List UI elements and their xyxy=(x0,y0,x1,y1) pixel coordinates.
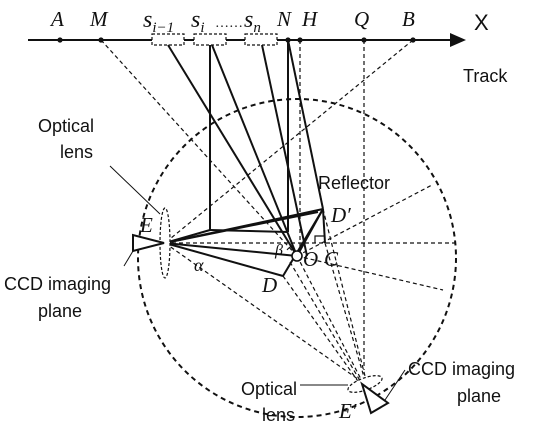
point-M-label: M xyxy=(89,7,109,31)
point-D-label: D xyxy=(261,273,277,297)
point-E-prime-label: E′ xyxy=(338,399,357,423)
ray-s-i-to-O xyxy=(211,44,298,257)
dashed-B-to-E xyxy=(164,39,414,244)
ccd-imaging-plane-left xyxy=(132,233,165,253)
point-E-label: E xyxy=(139,213,153,237)
line-alpha-to-N xyxy=(209,229,289,233)
point-B-label: B xyxy=(402,7,415,31)
ccd-right-label-line1: CCD imaging xyxy=(408,359,515,379)
line-Dprime-to-C xyxy=(322,208,326,244)
ray-s-n-to-O xyxy=(261,44,308,257)
line-E-to-O xyxy=(164,242,298,257)
optical-lens-bottom-label-line1: Optical xyxy=(241,379,297,399)
point-Q-label: Q xyxy=(354,7,369,31)
sensor-label-dots: …… xyxy=(215,16,243,31)
ray-N-to-Dprime xyxy=(287,39,324,210)
sensor-label-s-i: si xyxy=(191,7,205,36)
angle-beta-label: β xyxy=(274,242,283,259)
point-O-label: O xyxy=(303,247,318,271)
axis-arrowhead xyxy=(450,33,466,47)
sensor-box-s-n xyxy=(244,33,278,46)
dashed-O-to-right xyxy=(296,255,444,291)
point-O-marker xyxy=(291,250,303,262)
point-A-dot xyxy=(57,37,63,43)
angle-alpha-label: α xyxy=(194,255,204,275)
left-ccd-pointer xyxy=(123,250,134,267)
sensor-label-s-n: sn xyxy=(244,7,261,36)
reflector-circle xyxy=(137,98,457,418)
dashed-D-area-to-E-prime xyxy=(289,261,363,385)
point-N-label: N xyxy=(276,7,292,31)
solid-E-lines xyxy=(164,208,326,277)
reflector-pointer xyxy=(319,192,324,209)
dashed-construction-lines xyxy=(100,39,455,389)
ccd-left-label-line1: CCD imaging xyxy=(4,274,111,294)
point-H-label: H xyxy=(301,7,319,31)
line-E-to-Dprime-2 xyxy=(164,211,319,244)
dashed-O-to-upper-right xyxy=(296,184,433,257)
line-O-to-Dprime xyxy=(296,208,324,257)
point-A-label: A xyxy=(49,7,64,31)
track-label: Track xyxy=(463,66,508,86)
line-E-to-alpha-base xyxy=(164,229,211,244)
point-D-prime-label: D′ xyxy=(330,203,351,227)
reflector-label: Reflector xyxy=(318,173,390,193)
dashed-O-to-E-prime xyxy=(296,255,365,386)
beta-arc xyxy=(286,245,293,251)
optical-lens-bottom xyxy=(347,375,383,393)
line-E-to-D xyxy=(164,242,284,277)
sensor-label-s-i-1: si−1 xyxy=(143,7,174,36)
left-lens-pointer xyxy=(109,165,161,215)
point-C-label: C xyxy=(324,247,339,271)
dashed-D-to-E-prime xyxy=(282,275,361,385)
dashed-E-to-E-prime-1 xyxy=(164,242,363,383)
optical-lens-bottom-label-line2: lens xyxy=(262,405,295,425)
right-angle-marker xyxy=(314,235,325,243)
bottom-ccd-pointer xyxy=(384,369,406,401)
optical-lens-top-label-line2: lens xyxy=(60,142,93,162)
axis-label-x: X xyxy=(474,10,489,35)
dashed-Dprime-to-E-prime xyxy=(322,208,369,389)
ray-s-i-1-to-O xyxy=(167,44,298,257)
ccd-imaging-plane-bottom xyxy=(360,381,390,415)
optical-lens-top-label-line1: Optical xyxy=(38,116,94,136)
sensor-box-s-i-1 xyxy=(151,33,185,46)
ccd-right-label-line2: plane xyxy=(457,386,501,406)
ccd-left-label-line2: plane xyxy=(38,301,82,321)
sensor-box-s-i xyxy=(193,33,227,46)
dashed-C-to-E-prime xyxy=(324,242,367,385)
